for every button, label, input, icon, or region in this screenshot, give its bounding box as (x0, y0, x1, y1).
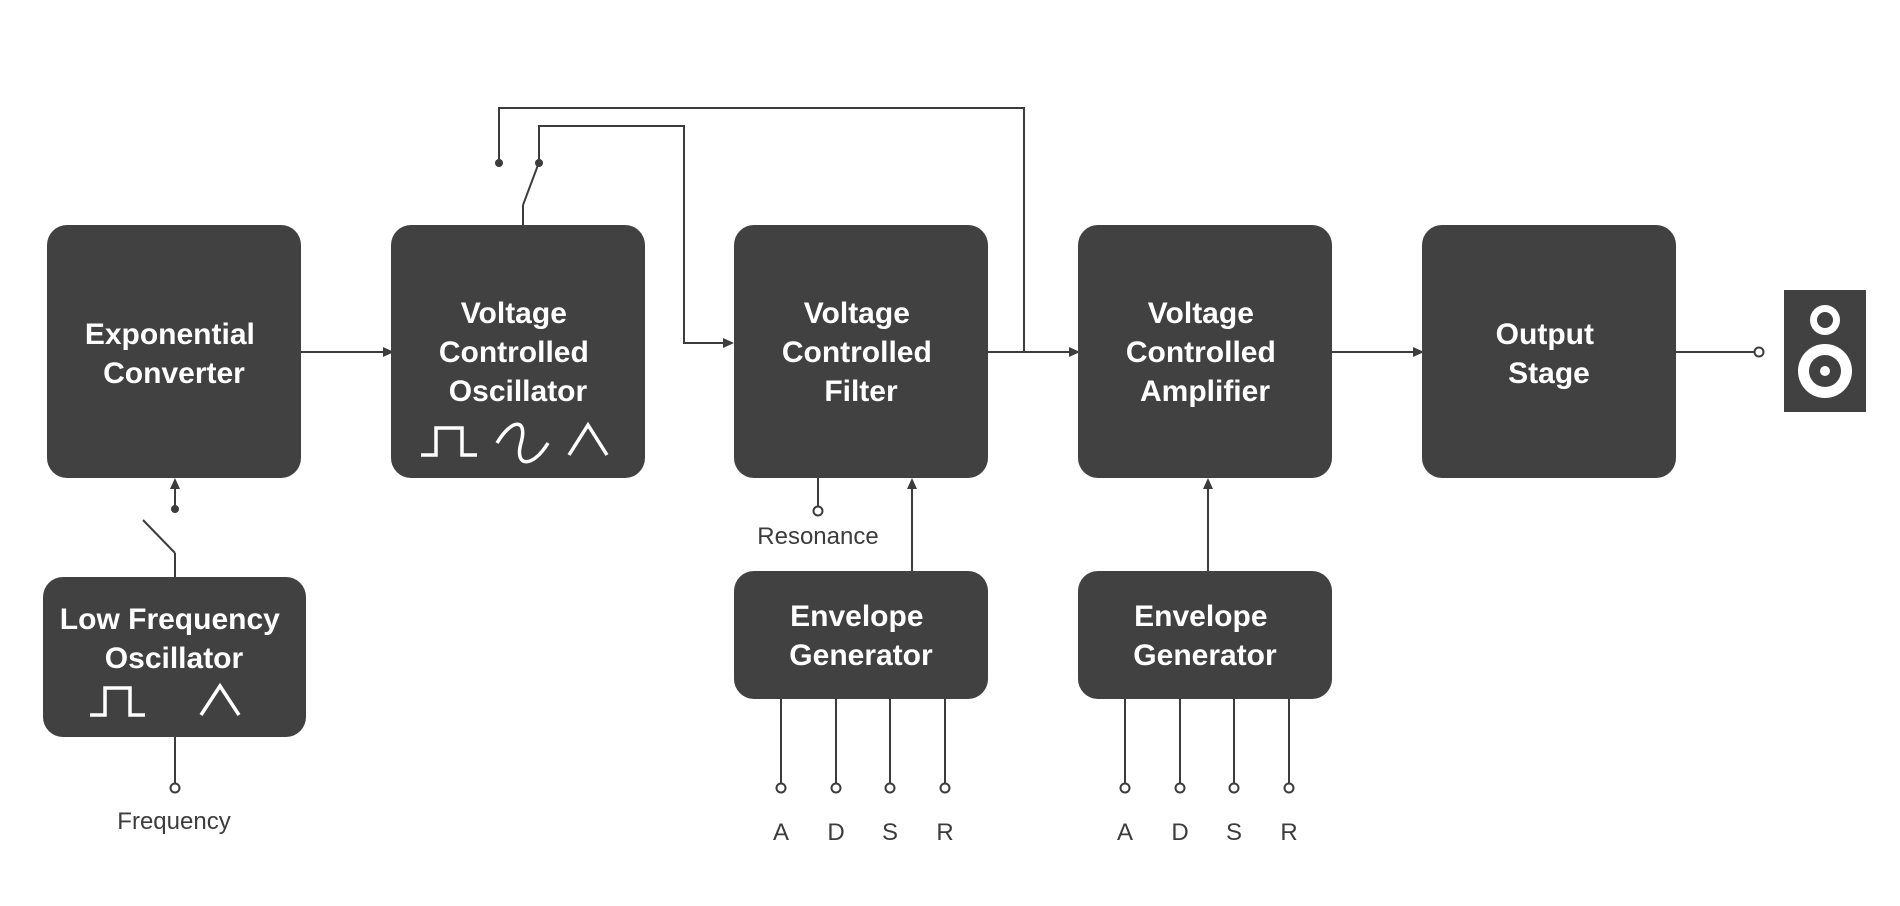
block-body (1078, 225, 1332, 478)
triangle-wave-icon (567, 421, 609, 456)
arrowhead (907, 478, 917, 489)
wire-vco-to-vcf (538, 125, 724, 344)
arrowhead (1413, 347, 1424, 357)
title-line: Oscillator (105, 642, 244, 675)
block-title: Low Frequency Oscillator (60, 603, 288, 675)
envelope1-adsr-labels: A D S R (773, 819, 954, 846)
title-line: Exponential (85, 318, 255, 351)
arrowhead (1069, 347, 1080, 357)
block-title: Voltage Controlled Amplifier (1126, 297, 1284, 408)
envelope-generator-1-block: Envelope Generator (734, 571, 988, 699)
adsr-jack (775, 782, 787, 794)
vca-block: Voltage Controlled Amplifier (1078, 225, 1332, 478)
title-line: Generator (789, 639, 933, 672)
block-body (43, 577, 306, 737)
block-title: Output Stage (1496, 318, 1603, 390)
title-line: Amplifier (1140, 375, 1270, 408)
title-line: Voltage (1148, 297, 1254, 330)
adsr-jack (1283, 782, 1295, 794)
lfo-waveforms (90, 682, 241, 717)
frequency-label: Frequency (117, 808, 230, 835)
frequency-jack (169, 782, 181, 794)
connection-wires (142, 107, 1765, 794)
square-wave-icon (90, 686, 145, 717)
triangle-wave-icon (199, 682, 241, 716)
adsr-label-decay: D (827, 819, 844, 846)
sine-wave-icon (495, 422, 550, 464)
adsr-label-decay: D (1171, 819, 1188, 846)
block-title: Envelope Generator (789, 600, 933, 672)
block-body (1422, 225, 1676, 478)
adsr-label-sustain: S (1226, 819, 1242, 846)
resonance-label: Resonance (757, 523, 878, 550)
adsr-jack (1119, 782, 1131, 794)
envelope2-adsr-labels: A D S R (1117, 819, 1298, 846)
arrowhead (383, 347, 394, 357)
wire-vco-bypass-to-vca (498, 107, 1025, 352)
title-line: Controlled (439, 336, 589, 369)
adsr-jack (1174, 782, 1186, 794)
block-body (734, 225, 988, 478)
arrowhead (723, 338, 734, 348)
arrowhead (1203, 478, 1213, 489)
square-wave-icon (421, 426, 477, 457)
block-body (391, 225, 645, 478)
title-line: Envelope (790, 600, 923, 633)
vco-switch-blade (522, 164, 539, 206)
speaker-icon (1784, 290, 1866, 412)
title-line: Voltage (461, 297, 567, 330)
title-line: Output (1496, 318, 1594, 351)
speaker-woofer-center (1820, 366, 1830, 376)
resonance-jack (812, 505, 824, 517)
output-jack (1753, 346, 1765, 358)
block-body (47, 225, 301, 478)
title-line: Voltage (804, 297, 910, 330)
adsr-label-release: R (936, 819, 953, 846)
title-line: Filter (824, 375, 898, 408)
title-line: Controlled (1126, 336, 1276, 369)
vcf-block: Voltage Controlled Filter (734, 225, 988, 478)
exponential-converter-block: Exponential Converter (47, 225, 301, 478)
title-line: Low Frequency (60, 603, 280, 636)
arrowhead (170, 478, 180, 489)
output-stage-block: Output Stage (1422, 225, 1676, 478)
title-line: Envelope (1134, 600, 1267, 633)
adsr-jack (884, 782, 896, 794)
envelope2-adsr-wires (1119, 699, 1295, 794)
speaker-tweeter-center (1817, 312, 1833, 328)
block-title: Envelope Generator (1133, 600, 1277, 672)
title-line: Converter (103, 357, 245, 390)
lfo-switch-blade (142, 519, 176, 554)
envelope-generator-2-block: Envelope Generator (1078, 571, 1332, 699)
block-title: Voltage Controlled Oscillator (439, 297, 597, 408)
envelope1-adsr-wires (775, 699, 951, 794)
block-body (1078, 571, 1332, 699)
lfo-block: Low Frequency Oscillator (43, 577, 306, 737)
title-line: Generator (1133, 639, 1277, 672)
adsr-jack (1228, 782, 1240, 794)
title-line: Stage (1508, 357, 1590, 390)
adsr-jack (939, 782, 951, 794)
block-title: Voltage Controlled Filter (782, 297, 940, 408)
vco-block: Voltage Controlled Oscillator (391, 225, 645, 478)
adsr-label-sustain: S (882, 819, 898, 846)
vco-waveforms (421, 421, 609, 464)
title-line: Controlled (782, 336, 932, 369)
title-line: Oscillator (449, 375, 588, 408)
block-title: Exponential Converter (85, 318, 263, 390)
block-body (734, 571, 988, 699)
adsr-label-attack: A (1117, 819, 1133, 846)
adsr-label-release: R (1280, 819, 1297, 846)
adsr-label-attack: A (773, 819, 789, 846)
adsr-jack (830, 782, 842, 794)
